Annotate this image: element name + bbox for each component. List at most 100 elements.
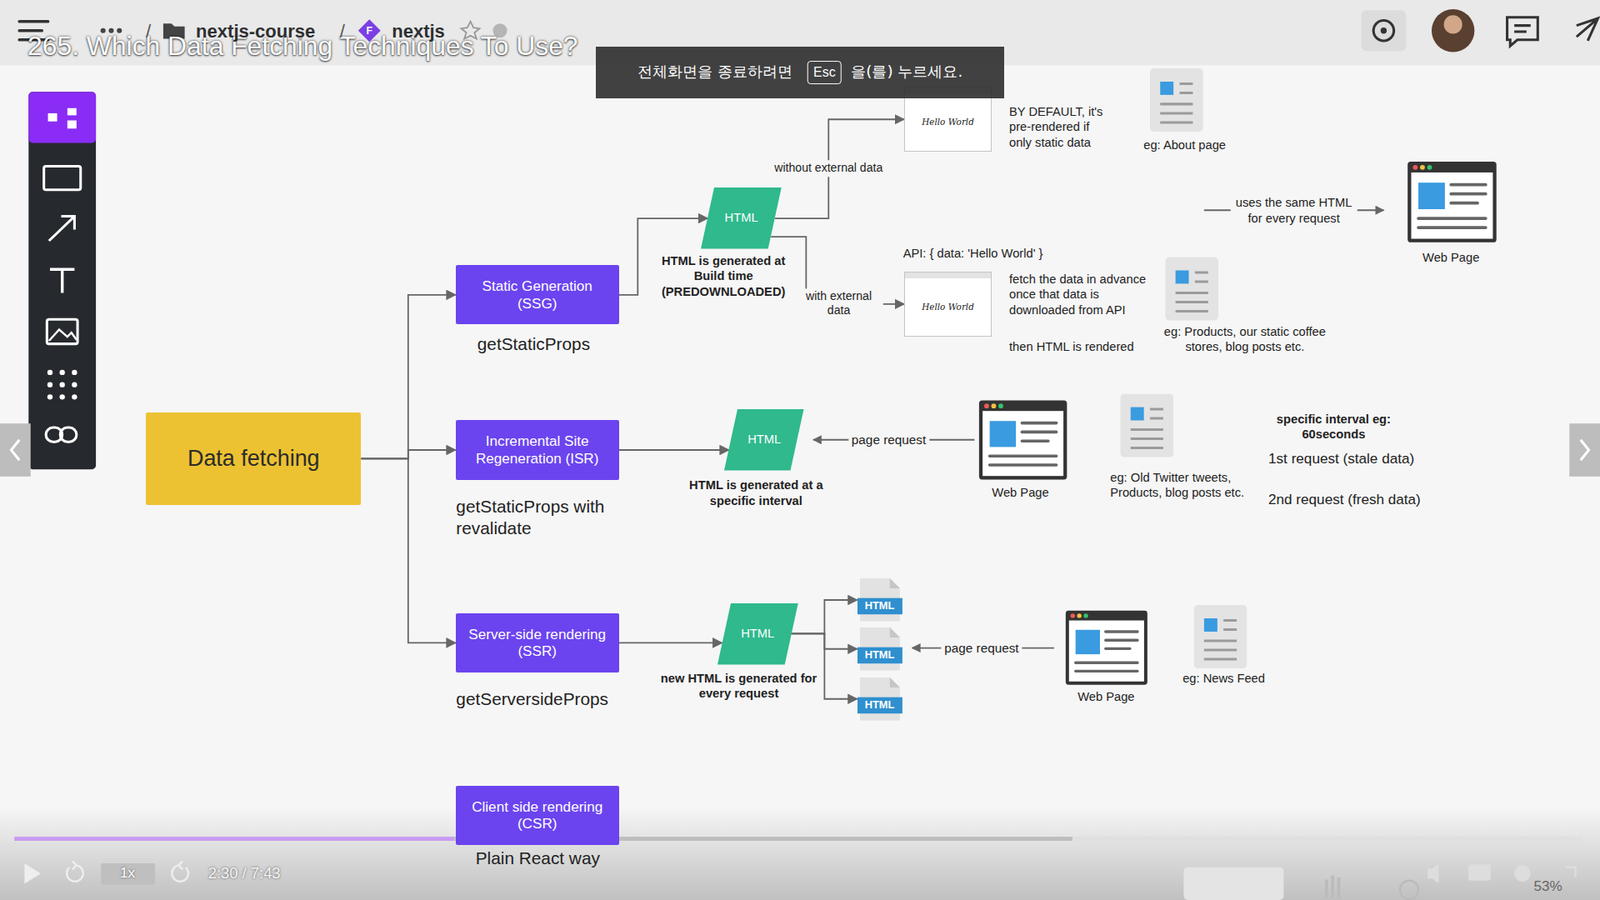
function-name: getServersideProps <box>455 688 609 710</box>
web-page-icon <box>1065 610 1148 685</box>
player-controls <box>171 860 189 881</box>
function-name: getStaticProps with revalidate <box>455 495 623 540</box>
node-text: HTML <box>725 210 759 226</box>
toast-text: 전체화면을 종료하려면 <box>637 61 793 81</box>
note-text: 2nd request (fresh data) <box>1268 490 1421 509</box>
tool-bar <box>50 269 75 293</box>
tool-bar <box>28 91 96 470</box>
node-text: HTML <box>865 698 895 711</box>
example-text: eg: About page <box>1143 137 1226 153</box>
icon-caption: Web Page <box>991 485 1049 500</box>
tool-bar <box>46 319 78 344</box>
node-text: HTML <box>865 599 895 612</box>
tool-bar <box>60 427 77 442</box>
top-bar <box>1360 10 1406 51</box>
method-box: Client side rendering (CSR) <box>455 785 620 845</box>
player-controls <box>14 836 1583 841</box>
key-cap: Esc <box>807 60 842 85</box>
tool-bar <box>28 91 96 143</box>
toast-text: 을(를) 누르세요. <box>850 61 963 81</box>
step-caption: HTML is generated at Build time (PREDOWN… <box>650 253 797 300</box>
player-controls <box>1326 875 1340 899</box>
document-icon <box>1194 605 1248 669</box>
tool-bar <box>44 166 81 190</box>
zoom-level: 53% <box>1533 877 1562 895</box>
tool-bar <box>47 370 53 375</box>
page-preview-box: Hello World <box>904 271 992 337</box>
file-page <box>860 578 900 621</box>
player-controls <box>24 863 41 884</box>
parallelogram-shape <box>724 409 805 470</box>
node-text: Hello World <box>921 116 975 127</box>
file-fold <box>889 677 900 688</box>
slide-nav-arrow <box>1580 440 1590 460</box>
request-arrow <box>813 210 1384 648</box>
tool-bar <box>47 370 78 400</box>
note-text: BY DEFAULT, it's pre-rendered if only st… <box>1009 105 1111 151</box>
note-text: fetch the data in advance once that data… <box>1009 271 1158 318</box>
web-page-icon <box>1407 161 1497 243</box>
tool-bar <box>47 381 53 387</box>
tool-bar <box>49 216 75 241</box>
top-bar <box>1507 17 1539 46</box>
note-text: then HTML is rendered <box>1009 339 1135 355</box>
example-text: eg: Old Twitter tweets, Products, blog p… <box>1110 469 1248 500</box>
function-name: getStaticProps <box>477 333 590 355</box>
icon-caption: Web Page <box>1422 249 1480 265</box>
file-fold <box>889 627 900 638</box>
web-page-icon <box>979 400 1067 480</box>
file-band <box>857 697 903 715</box>
arrow-label: page request <box>940 639 1022 657</box>
breadcrumb-item: nextjs-course <box>195 20 315 44</box>
step-caption: new HTML is generated for every request <box>655 670 823 701</box>
html-parallelogram: HTML <box>717 603 799 665</box>
slide-nav-arrow <box>0 423 31 477</box>
edge-label: with external data <box>794 288 883 320</box>
player-controls <box>1427 863 1439 884</box>
html-file-icon: HTML <box>857 677 903 720</box>
file-page <box>860 627 900 670</box>
tool-bar <box>49 330 77 341</box>
arrow-label: page request <box>848 430 930 449</box>
file-band <box>857 598 903 615</box>
node-text: Hello World <box>921 301 975 312</box>
speed-setting: 1x <box>120 864 135 882</box>
player-controls <box>1468 864 1491 881</box>
breadcrumb-item: nextjs <box>391 20 445 44</box>
connector <box>619 449 730 451</box>
tool-bar <box>47 394 53 400</box>
top-bar <box>1444 15 1463 34</box>
tool-bar <box>60 394 65 400</box>
tool-bar <box>28 91 96 470</box>
function-name: Plain React way <box>475 847 600 870</box>
step-caption: HTML is generated at a specific interval <box>682 477 831 509</box>
file-band <box>857 647 903 665</box>
document-icon <box>1165 257 1219 321</box>
code-note: API: { data: 'Hello World' } <box>903 245 1044 260</box>
connector <box>360 295 455 460</box>
document-icon <box>1120 68 1247 669</box>
player-controls <box>0 805 1600 900</box>
example-text: eg: News Feed <box>1182 670 1265 686</box>
player-controls <box>100 863 155 885</box>
parallelogram-shape <box>717 603 799 665</box>
node-text: HTML <box>865 648 895 661</box>
file-page <box>860 677 900 720</box>
tool-bar <box>60 370 65 375</box>
workspace-badge: F <box>366 25 373 38</box>
player-controls <box>14 836 455 841</box>
tool-bar <box>48 113 58 122</box>
document-icon <box>1120 394 1174 458</box>
arrow-label: uses the same HTML for every request <box>1230 194 1357 227</box>
note-text: 1st request (stale data) <box>1268 450 1415 468</box>
example-text: eg: Products, our static coffee stores, … <box>1155 323 1335 355</box>
node-text: HTML <box>747 432 781 448</box>
html-parallelogram: HTML <box>724 409 805 470</box>
method-box: Static Generation (SSG) <box>455 265 620 325</box>
html-file-icon: HTML <box>857 627 903 670</box>
edge-label: without external data <box>771 160 885 177</box>
connector <box>360 450 455 459</box>
parallelogram-shape <box>700 187 782 249</box>
connector <box>791 633 858 699</box>
